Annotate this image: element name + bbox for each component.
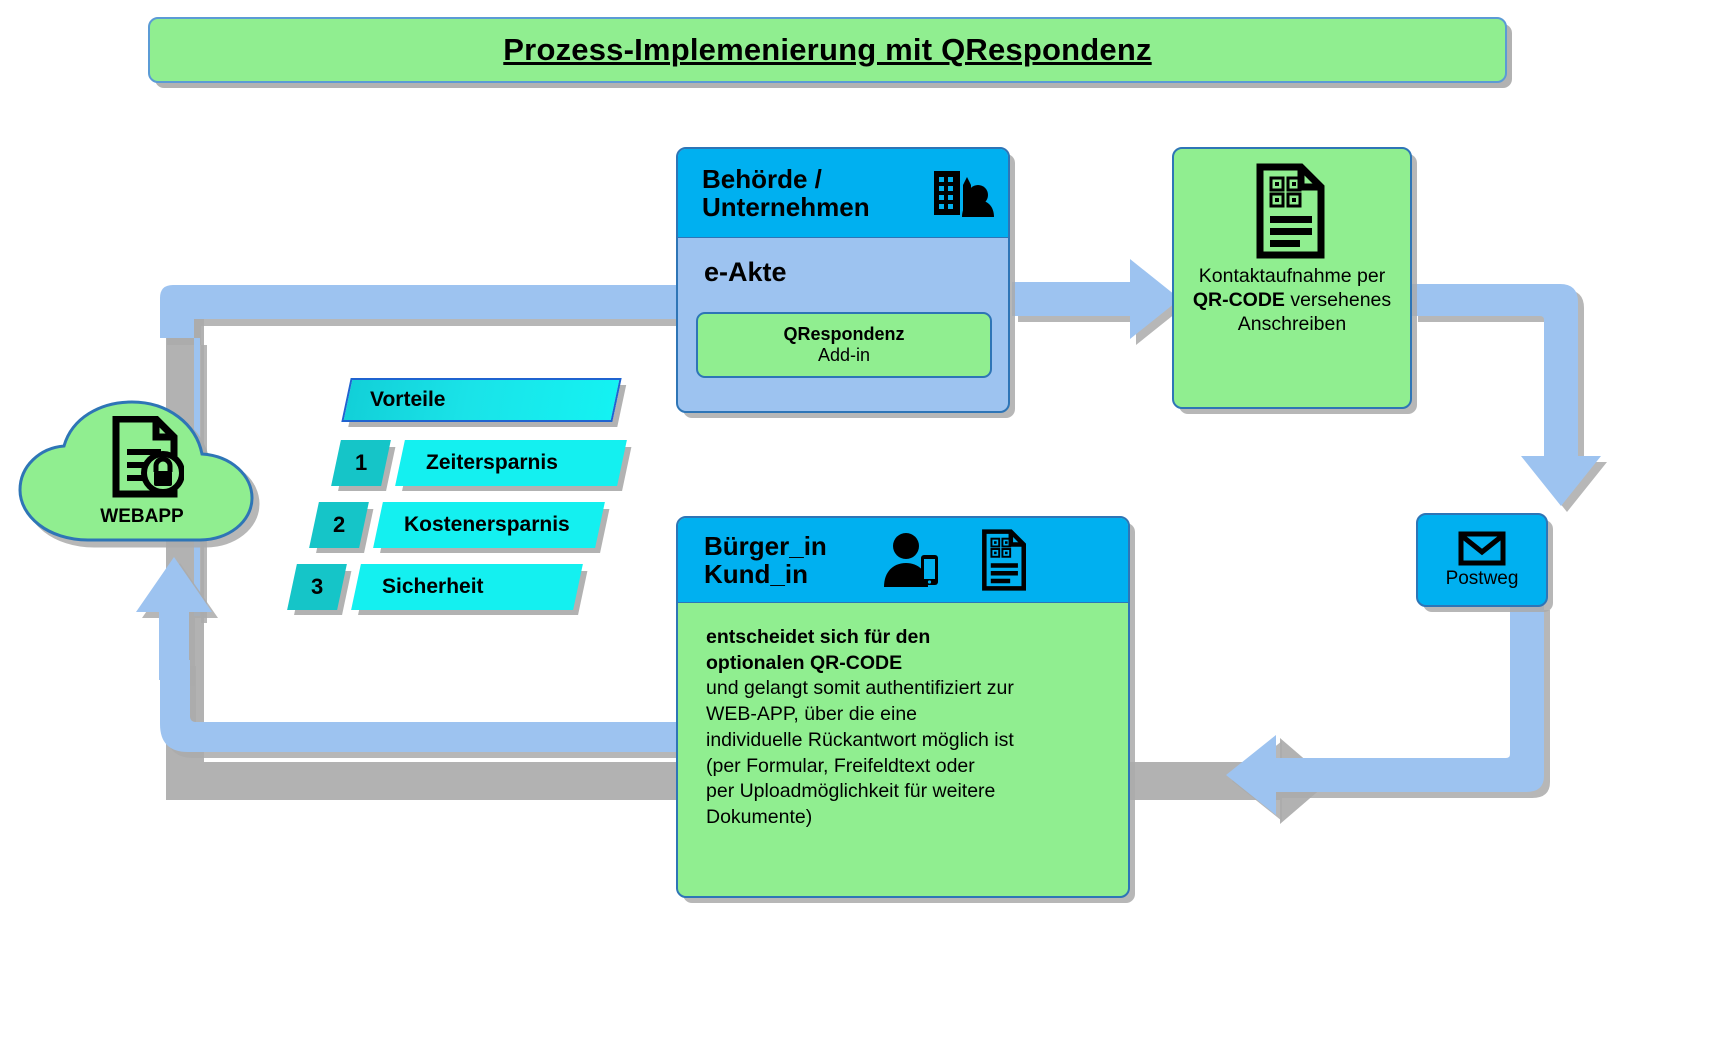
contact-text-part-2: per (1357, 265, 1386, 287)
qrespondenz-addin-box[interactable]: QRespondenz Add-in (696, 312, 992, 378)
cloud-shape (18, 400, 254, 542)
citizen-body-line-3: und gelangt somit authentifiziert zur (706, 677, 1014, 700)
building-person-icon (934, 171, 994, 217)
arrow-citizen-to-webapp (160, 660, 682, 758)
page-title: Prozess-Implemenierung mit QRespondenz (503, 32, 1152, 67)
benefit-label-1: Zeitersparnis (395, 440, 627, 486)
postal-label: Postweg (1445, 568, 1519, 589)
contact-letter-text: Kontaktaufnahme per QR-CODE versehenes A… (1174, 265, 1410, 336)
benefits-group: Vorteile 1 Zeitersparnis 2 Kostenersparn… (262, 370, 642, 628)
addin-subtitle: Add-in (817, 344, 871, 365)
benefit-label-2: Kostenersparnis (373, 502, 605, 548)
citizen-card[interactable]: Bürger_in Kund_in entsche (676, 516, 1130, 898)
contact-text-part-1: Kontaktaufnahme (1198, 265, 1358, 287)
citizen-card-body: entscheidet sich für den optionalen QR-C… (678, 603, 1128, 831)
benefits-header-label: Vorteile (370, 388, 446, 411)
citizen-body-line-7: per Uploadmöglichkeit für weitere (706, 780, 996, 803)
contact-text-part-4: versehenes Anschreiben (1237, 288, 1392, 335)
contact-text-qrcode: QR-CODE (1192, 288, 1285, 311)
authority-title: Behörde / Unternehmen (702, 163, 870, 222)
authority-card[interactable]: Behörde / Unternehmen e-Akte QRespondenz… (676, 147, 1010, 413)
citizen-title: Bürger_in Kund_in (704, 530, 827, 589)
page-title-banner: Prozess-Implemenierung mit QRespondenz (148, 17, 1507, 83)
citizen-body-bold-2: optionalen QR-CODE (706, 651, 903, 674)
webapp-label: WEBAPP (100, 506, 184, 527)
arrow-contact-to-postal (1412, 284, 1607, 512)
citizen-body-line-4: WEB-APP, über die eine (706, 703, 918, 726)
citizen-card-header: Bürger_in Kund_in (678, 518, 1128, 603)
citizen-body-line-5: individuelle Rückantwort möglich ist (706, 728, 1014, 751)
qr-document-icon (981, 529, 1026, 591)
postal-card[interactable]: Postweg (1416, 513, 1548, 607)
e-akte-label: e-Akte (704, 257, 787, 287)
citizen-body-line-8: Dokumente) (706, 806, 813, 829)
arrow-citizen-to-webapp-head (136, 557, 218, 686)
authority-card-header: Behörde / Unternehmen (678, 149, 1008, 238)
citizen-body-line-6: (per Formular, Freifeldtext oder (706, 754, 975, 777)
contact-letter-card[interactable]: Kontaktaufnahme per QR-CODE versehenes A… (1172, 147, 1412, 409)
citizen-body-bold-1: entscheidet sich für den (706, 626, 931, 648)
benefit-number-1: 1 (331, 440, 391, 486)
envelope-icon (1458, 531, 1506, 566)
benefits-header: Vorteile (341, 378, 622, 422)
document-lock-icon (112, 416, 184, 498)
benefit-number-3: 3 (287, 564, 347, 610)
benefit-label-3: Sicherheit (351, 564, 583, 610)
benefit-number-2: 2 (309, 502, 369, 548)
arrow-authority-to-contact (1012, 259, 1186, 345)
webapp-cloud-node[interactable]: WEBAPP (16, 398, 268, 550)
arrow-postal-to-citizen (1226, 604, 1550, 821)
person-smartphone-icon (883, 533, 938, 587)
addin-title: QRespondenz (783, 323, 905, 344)
qr-document-icon (1256, 163, 1325, 259)
